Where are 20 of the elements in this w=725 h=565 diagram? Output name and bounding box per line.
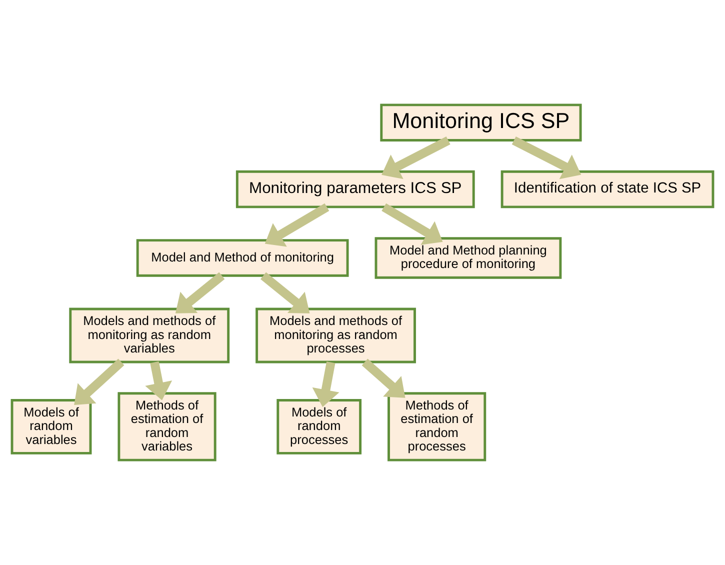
arrow [312,361,340,407]
node-box: Models and methods of monitoring as random processes [256,308,416,364]
arrow [382,136,450,180]
node-box: Models of random processes [276,399,362,454]
node-box: Methods of estimation of random processes [388,392,486,462]
node-box: Models of random variables [10,399,92,454]
arrow [382,203,443,245]
arrow [175,272,225,314]
node-box: Model and Method of monitoring [136,239,349,277]
arrow [512,136,582,180]
node-box: Identification of state ICS SP [500,170,714,208]
arrow [264,203,330,247]
node-box: Model and Method planning procedure of monitoring [374,237,562,279]
arrow [362,358,406,398]
node-box: Methods of estimation of random variables [118,392,216,462]
node-box: Monitoring parameters ICS SP [236,170,475,208]
arrow [260,272,310,314]
arrow [145,361,172,400]
node-box: Monitoring ICS SP [380,104,582,142]
node-box: Models and methods of monitoring as random variables [69,308,230,364]
